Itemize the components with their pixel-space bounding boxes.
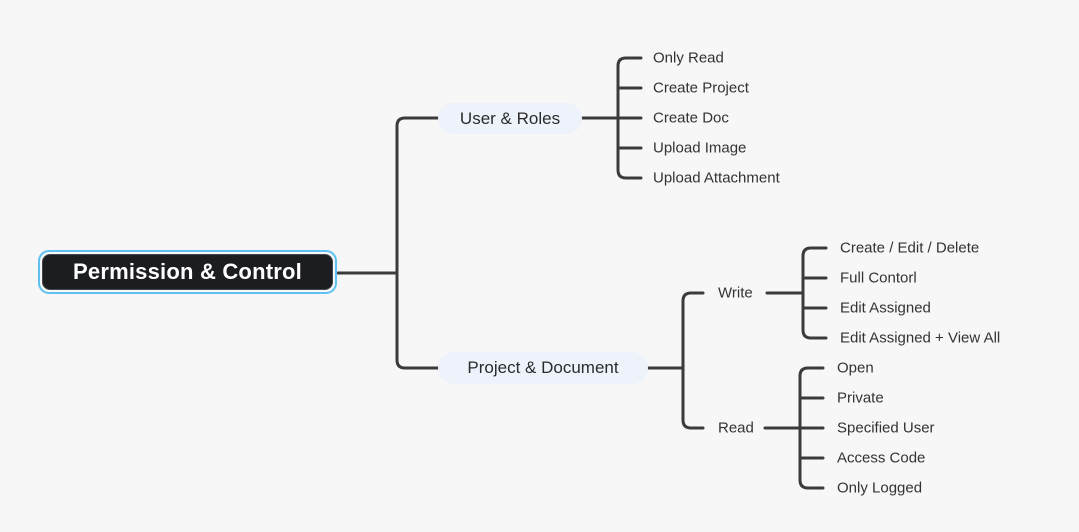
- leaf-edit-assigned[interactable]: Edit Assigned: [840, 299, 931, 317]
- leaf-full-contorl[interactable]: Full Contorl: [840, 269, 917, 287]
- leaf-edit-assigned-view-all[interactable]: Edit Assigned + View All: [840, 329, 1001, 347]
- leaf-access-code[interactable]: Access Code: [837, 449, 926, 467]
- leaf-upload-attachment[interactable]: Upload Attachment: [653, 169, 780, 187]
- branch-project-document[interactable]: Project & Document: [438, 352, 648, 384]
- connector-write-bracket: [801, 246, 828, 340]
- node-read[interactable]: Read: [718, 419, 754, 437]
- selection-ring: Permission & Control: [38, 250, 337, 294]
- leaf-only-logged[interactable]: Only Logged: [837, 479, 923, 497]
- connector-write-read-bracket: [681, 291, 705, 430]
- leaf-only-read[interactable]: Only Read: [653, 49, 724, 67]
- node-write[interactable]: Write: [718, 284, 753, 302]
- leaf-create-doc[interactable]: Create Doc: [653, 109, 729, 127]
- leaf-create-edit-delete[interactable]: Create / Edit / Delete: [840, 239, 980, 257]
- leaf-private[interactable]: Private: [837, 389, 884, 407]
- node-root[interactable]: Permission & Control: [42, 254, 333, 290]
- leaf-upload-image[interactable]: Upload Image: [653, 139, 747, 157]
- branch-user-roles[interactable]: User & Roles: [438, 103, 582, 134]
- leaf-specified-user[interactable]: Specified User: [837, 419, 935, 437]
- leaf-open[interactable]: Open: [837, 359, 874, 377]
- connector-main-bracket: [395, 116, 440, 370]
- leaf-create-project[interactable]: Create Project: [653, 79, 749, 97]
